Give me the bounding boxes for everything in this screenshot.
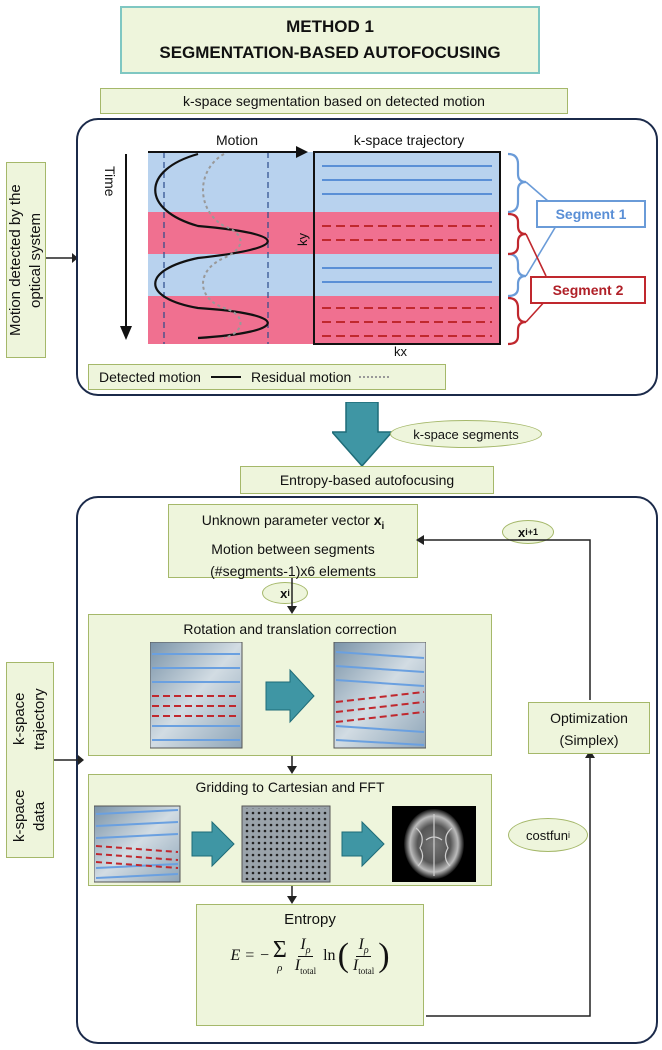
paren-close: ) [378,937,390,975]
optimization-line2: (Simplex) [559,732,619,748]
frac2-den: Itotal [351,957,376,976]
den2-sub: total [358,966,375,977]
motion-diagram [120,146,557,346]
rotation-label: Rotation and translation correction [183,621,397,637]
param-sub: i [381,520,385,532]
num-sub: ρ [305,945,311,957]
costfun-sub: i [567,830,570,840]
legend-detected-text: Detected motion [99,369,201,385]
trajectory-label: k-space trajectory [353,132,465,148]
legend-detected-line [210,376,241,378]
formula-fraction: Iρ Itotal [293,936,318,976]
xi1-sub: i+1 [525,527,538,537]
param-line1: Unknown parameter vector xi [169,509,417,538]
arrow-side-to-panel-bottom [54,755,84,765]
sum-sub: ρ [277,962,283,975]
rotation-images [150,642,426,749]
frac-num: Iρ [298,936,313,958]
param-line1-text: Unknown parameter vector [201,512,370,528]
param-line3: (#segments-1)x6 elements [210,562,376,579]
sum-symbol: Σ [272,937,287,964]
entropy-formula: E = − Σ ρ Iρ Itotal ln ( Iρ Itotal ) [197,936,423,976]
segment-2-box: Segment 2 [530,276,646,304]
segment-1-box: Segment 1 [536,200,646,228]
param-var: x [373,512,382,528]
ln-symbol: ln [323,947,336,965]
den2-var: I [352,957,359,975]
optimization-line1: Optimization [550,710,628,726]
segmentation-header: k-space segmentation based on detected m… [100,88,568,114]
gridding-label: Gridding to Cartesian and FFT [195,779,385,795]
frac2-num: Iρ [356,936,371,958]
frac-den: Itotal [293,957,318,976]
optimization-box: Optimization (Simplex) [528,702,650,754]
motion-label: Motion [215,132,259,148]
formula-sum: Σ ρ [273,938,287,974]
title-line2: SEGMENTATION-BASED AUTOFOCUSING [159,43,501,62]
xi-sub: i [287,588,290,598]
title-box: METHOD 1 SEGMENTATION-BASED AUTOFOCUSING [120,6,540,74]
num2-var: I [358,936,364,953]
parameter-vector-box: Unknown parameter vector xi Motion betwe… [168,504,418,579]
legend-residual-text: Residual motion [250,369,352,385]
formula-lhs: E = − [230,947,270,965]
xi1-var: x [518,524,526,540]
num2-sub: ρ [363,945,369,957]
num-var: I [300,936,306,953]
param-line2: Motion between segments [211,540,375,557]
entropy-autofocus-header: Entropy-based autofocusing [240,466,494,494]
legend-residual-line [359,376,390,378]
gridding-images [94,805,476,883]
entropy-label: Entropy [284,911,336,928]
motion-legend: Detected motion Residual motion [88,364,446,390]
formula-fraction-2: Iρ Itotal [351,936,376,976]
xi-var: x [280,585,288,601]
kspace-segments-pill: k-space segments [390,420,542,448]
den-sub: total [300,966,317,977]
paren-open: ( [337,937,349,975]
den-var: I [294,957,301,975]
arrow-side-to-panel-top [46,253,78,263]
costfun-text: costfun [526,827,568,843]
kx-label: kx [394,344,407,359]
title-line1: METHOD 1 [286,17,374,36]
big-down-arrow [332,402,392,468]
entropy-box: Entropy E = − Σ ρ Iρ Itotal ln ( Iρ Itot… [196,904,424,1026]
